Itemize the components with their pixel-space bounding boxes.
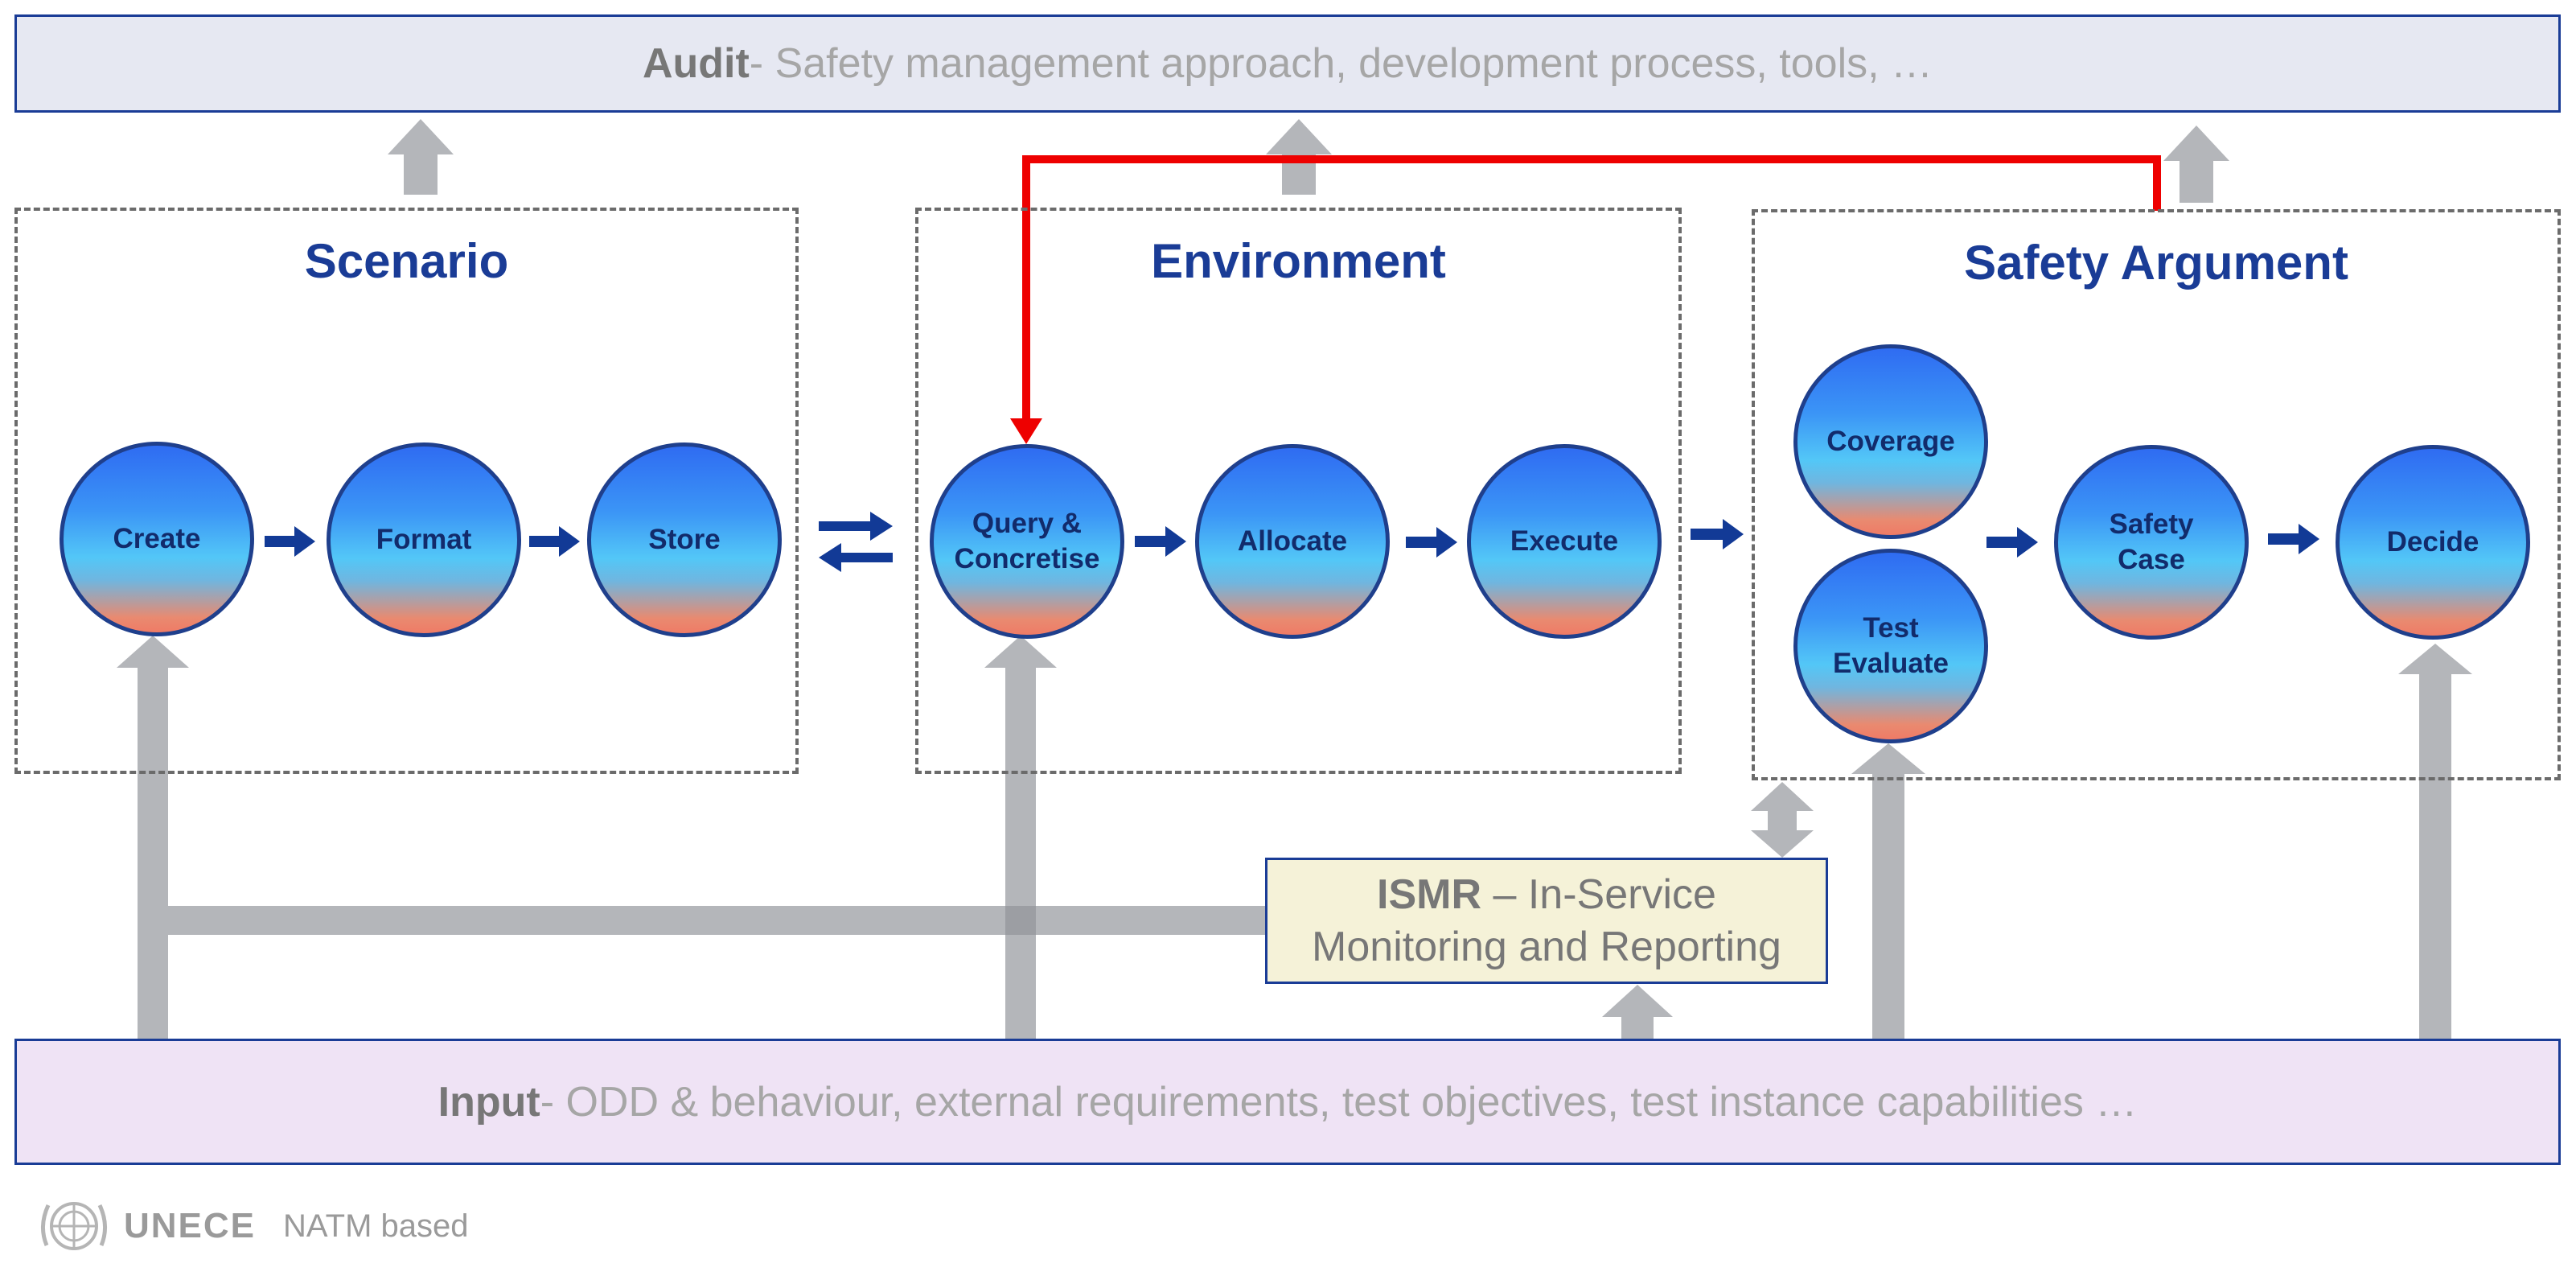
audit-title: Audit — [642, 40, 750, 87]
flow-arrow-safety-case-decide — [2268, 524, 2319, 554]
input-arrow-decide — [2398, 644, 2472, 1039]
query-label-line2: Concretise — [954, 543, 1100, 574]
audit-bar: Audit - Safety management approach, deve… — [14, 14, 2561, 113]
flow-arrow-scenario-to-env — [819, 512, 893, 541]
scenario-group: Scenario — [14, 208, 799, 774]
unece-brand: UNECE — [124, 1206, 257, 1245]
safety-argument-title: Safety Argument — [1964, 236, 2348, 290]
ismr-line2: Monitoring and Reporting — [1312, 923, 1781, 970]
create-label: Create — [113, 523, 201, 555]
coverage-label: Coverage — [1826, 426, 1955, 458]
flow-arrow-env-to-safety — [1691, 519, 1744, 549]
environment-group: Environment — [915, 208, 1682, 774]
safety-label-line2: Case — [2118, 544, 2185, 575]
input-arrow-test-evaluate — [1851, 743, 1925, 1039]
ismr-title: ISMR — [1377, 870, 1482, 918]
un-emblem-icon — [41, 1202, 107, 1250]
input-bar: Input - ODD & behaviour, external requir… — [14, 1039, 2561, 1165]
ismr-safety-double-arrow — [1751, 813, 1814, 858]
format-node[interactable]: Format — [327, 442, 521, 637]
feed-overlap — [1005, 906, 1036, 935]
audit-description: - Safety management approach, developmen… — [749, 40, 1933, 87]
audit-up-arrow-safety — [2163, 126, 2229, 203]
ismr-line1: ISMR – In-Service — [1377, 869, 1716, 921]
test-label-line1: Test — [1863, 612, 1919, 644]
safety-argument-group: Safety Argument — [1752, 209, 2561, 780]
safety-label-line1: Safety — [2109, 508, 2194, 541]
format-label: Format — [376, 524, 472, 556]
input-title: Input — [438, 1078, 540, 1126]
flow-arrow-format-store — [529, 526, 580, 557]
query-concretise-label: Query &Concretise — [955, 506, 1100, 577]
decide-node[interactable]: Decide — [2336, 445, 2530, 640]
scenario-title: Scenario — [304, 234, 509, 288]
execute-label: Execute — [1510, 525, 1619, 558]
decide-label: Decide — [2386, 526, 2479, 558]
footer-note: NATM based — [283, 1208, 469, 1244]
audit-up-arrow-scenario — [388, 119, 454, 195]
test-label-line2: Evaluate — [1833, 648, 1949, 679]
allocate-node[interactable]: Allocate — [1195, 444, 1390, 639]
ismr-box[interactable]: ISMR – In-Service Monitoring and Reporti… — [1265, 858, 1828, 984]
flow-arrow-query-allocate — [1135, 526, 1186, 557]
execute-node[interactable]: Execute — [1467, 444, 1662, 639]
query-concretise-node[interactable]: Query &Concretise — [930, 444, 1124, 639]
ismr-feed-bar — [168, 906, 1265, 935]
query-label-line1: Query & — [972, 508, 1083, 540]
flow-arrow-allocate-execute — [1406, 527, 1457, 558]
flow-arrow-create-format — [265, 526, 315, 557]
store-label: Store — [648, 524, 721, 556]
store-node[interactable]: Store — [587, 442, 782, 637]
coverage-node[interactable]: Coverage — [1793, 344, 1988, 539]
create-node[interactable]: Create — [60, 442, 254, 636]
feedback-loop-arrowhead — [1010, 418, 1042, 444]
environment-title: Environment — [1151, 234, 1446, 288]
footer: UNECE NATM based — [32, 1189, 468, 1263]
input-arrow-query — [984, 636, 1057, 1039]
input-description: - ODD & behaviour, external requirements… — [540, 1078, 2138, 1126]
flow-arrow-to-safety-case — [1986, 527, 2038, 558]
ismr-line1-rest: – In-Service — [1481, 870, 1716, 918]
ismr-safety-double-arrow-top — [1751, 782, 1814, 813]
input-arrow-create — [117, 636, 189, 1039]
allocate-label: Allocate — [1237, 525, 1348, 558]
flow-arrow-env-to-scenario — [819, 543, 893, 572]
input-arrow-ismr — [1602, 985, 1673, 1039]
feedback-loop-line — [1022, 155, 2161, 425]
